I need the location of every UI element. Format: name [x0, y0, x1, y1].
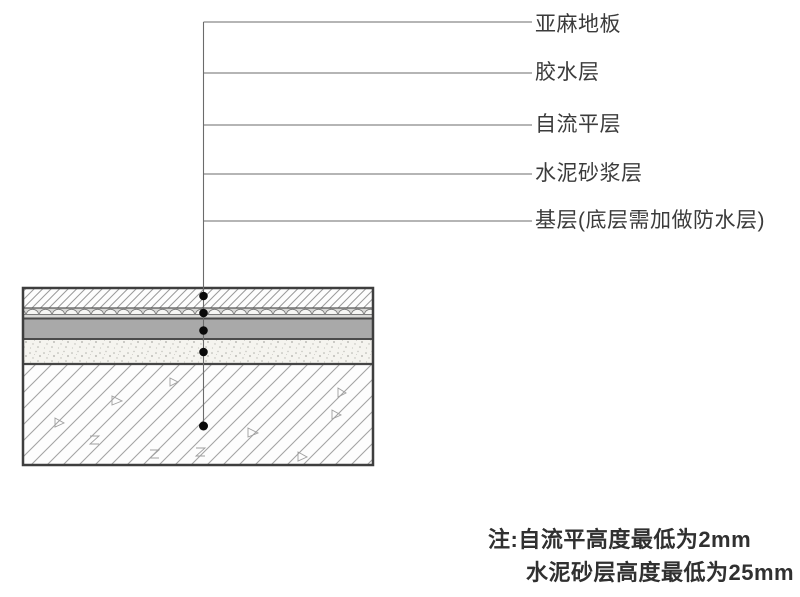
cross-section: [21, 286, 375, 467]
layer-self-leveling: [23, 318, 373, 339]
layer-cement-mortar: [23, 339, 373, 364]
label-glue-layer: 胶水层: [535, 61, 600, 84]
layer-base: [23, 364, 373, 465]
leader-lines: [202, 21, 532, 426]
label-cement-mortar-layer: 水泥砂浆层: [535, 162, 643, 185]
section-border: [21, 286, 375, 467]
dot-self-leveling: [199, 326, 208, 335]
layer-glue: [23, 308, 373, 319]
dot-base: [199, 421, 208, 431]
dot-glue: [199, 308, 208, 318]
concrete-marks: [54, 377, 347, 462]
dot-cement-mortar: [199, 347, 208, 357]
note-self-leveling-min-height: 注:自流平高度最低为2mm: [488, 527, 752, 552]
label-linoleum-floor: 亚麻地板: [535, 13, 621, 36]
layer-linoleum-floor: [23, 288, 373, 308]
layer-marker-dots: [199, 291, 208, 431]
label-self-leveling-layer: 自流平层: [535, 113, 621, 136]
dot-linoleum: [199, 291, 208, 301]
label-base-layer: 基层(底层需加做防水层): [535, 209, 765, 232]
note-cement-sand-min-height: 水泥砂层高度最低为25mm: [526, 560, 795, 585]
